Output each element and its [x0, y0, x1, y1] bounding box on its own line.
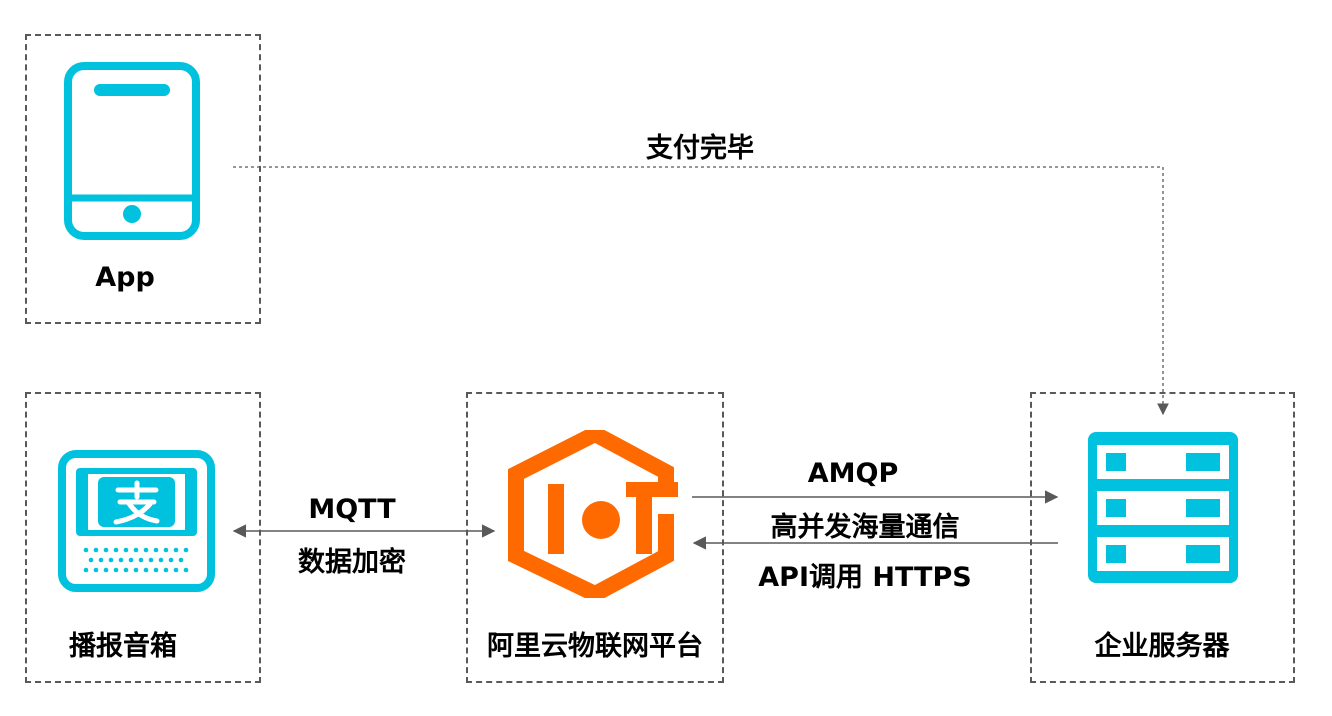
mqtt-note-label: 数据加密	[298, 547, 406, 578]
iot-platform-label: 阿里云物联网平台	[487, 631, 703, 662]
payment-done-label: 支付完毕	[646, 133, 754, 164]
phone-icon	[64, 62, 200, 240]
payment-done-connector	[233, 166, 1169, 416]
alipay-speaker-icon	[58, 450, 215, 592]
amqp-protocol-label: AMQP	[807, 458, 899, 489]
api-https-label: API调用 HTTPS	[758, 562, 972, 593]
server-label: 企业服务器	[1094, 631, 1230, 662]
server-node-box	[1030, 392, 1295, 683]
iot-hexagon-icon	[506, 424, 684, 603]
speaker-label: 播报音箱	[69, 631, 177, 662]
amqp-note-label: 高并发海量通信	[770, 512, 960, 543]
app-label: App	[95, 262, 155, 293]
server-rack-icon	[1088, 432, 1238, 583]
mqtt-protocol-label: MQTT	[308, 494, 396, 525]
app-node-box	[25, 34, 261, 324]
